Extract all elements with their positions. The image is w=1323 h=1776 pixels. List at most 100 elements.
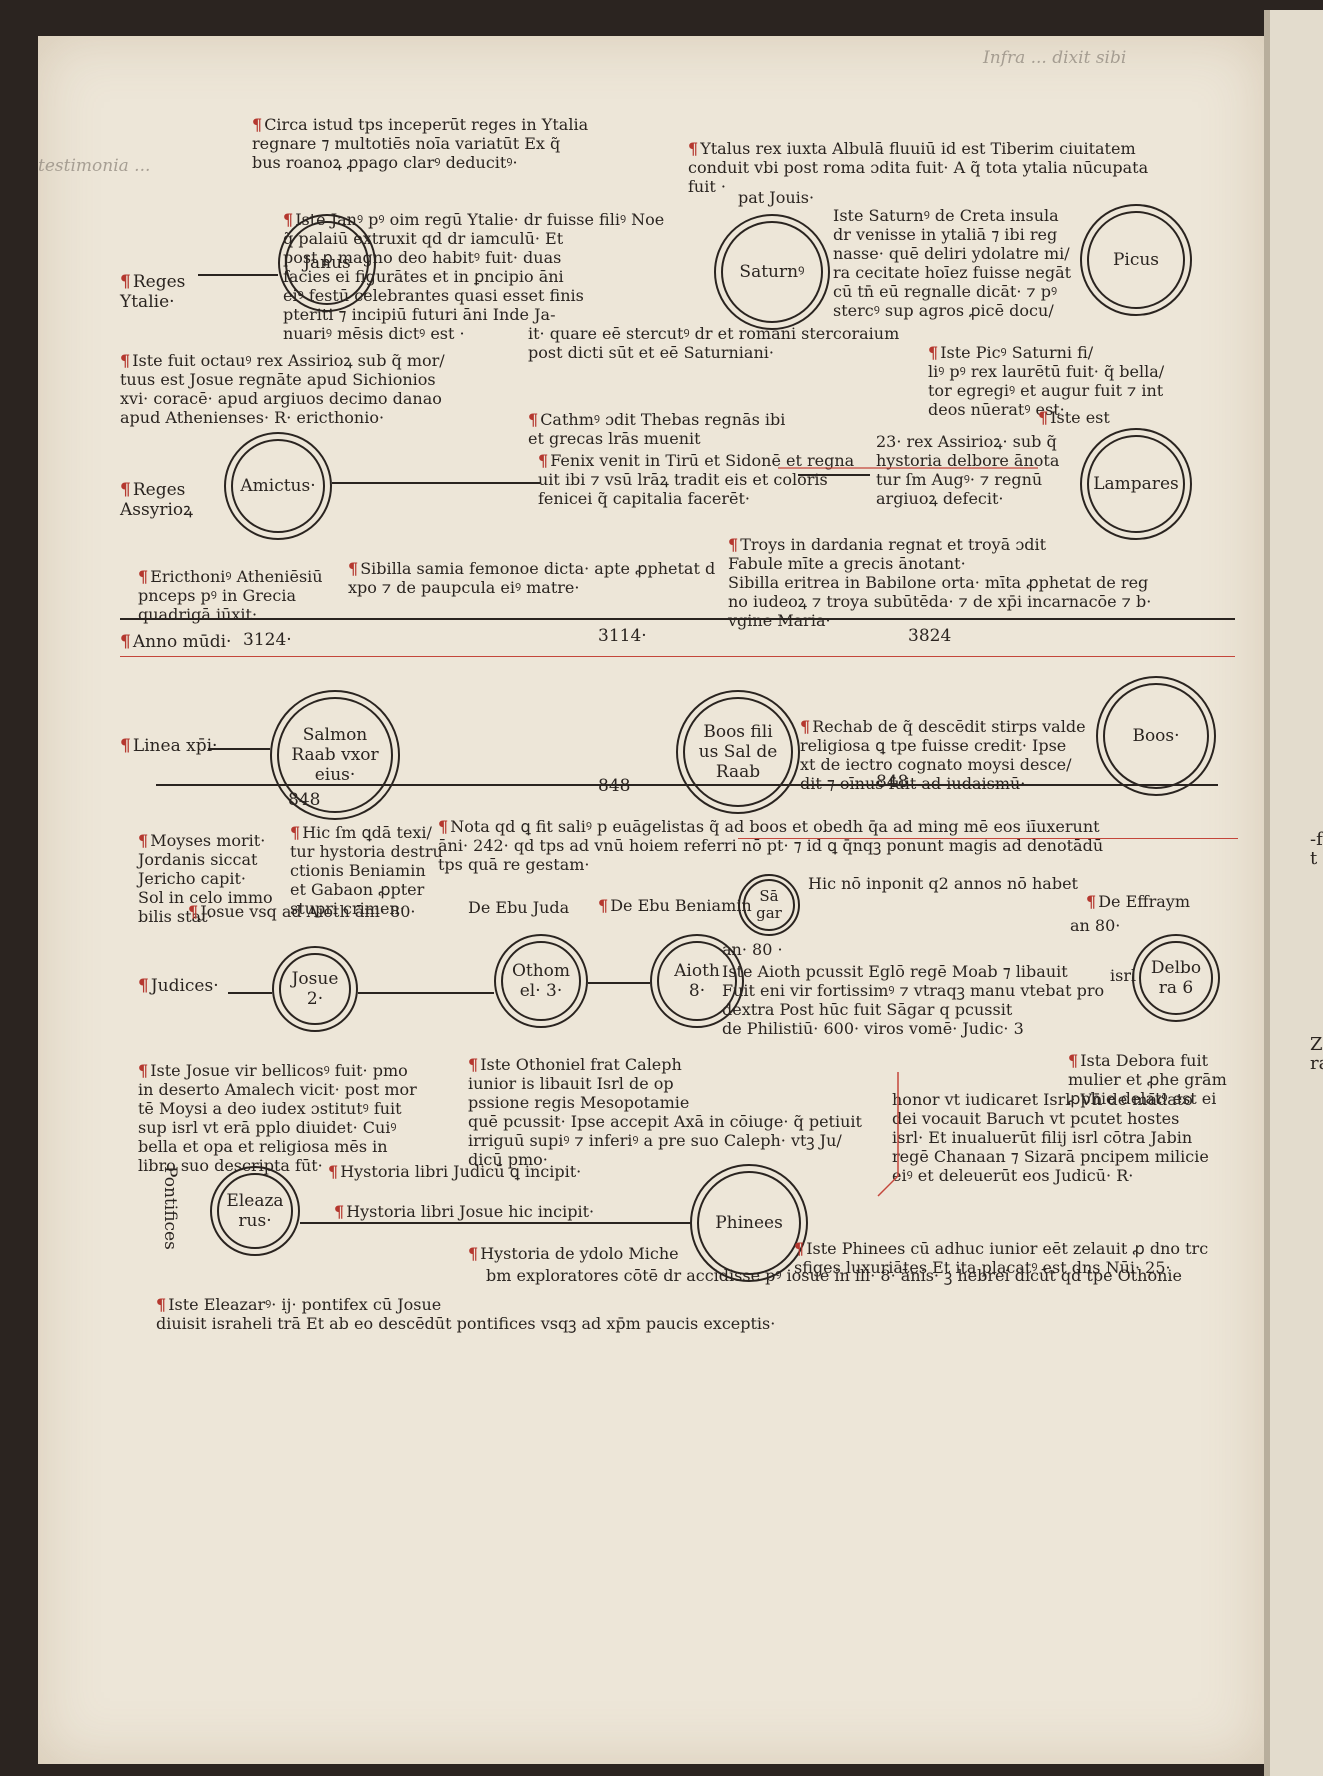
text-hic-no-inponit: Hic nō inponit q2 annos nō habet [808, 874, 1078, 893]
paragraph-mark-icon: ¶ [120, 351, 131, 370]
paragraph-circa-istud: ¶Circa istud tps inceperūt reges in Ytal… [252, 96, 588, 172]
circle-debora: Delbo ra 6 [1132, 934, 1220, 1022]
paragraph-iste-phinees: ¶Iste Phinees cū adhuc iunior eēt zelaui… [794, 1220, 1208, 1277]
year-value: 3824 [908, 626, 952, 646]
paragraph-iste-est: ¶Iste est [1038, 408, 1110, 427]
paragraph-it-quare: it· quare eē stercutꝰ dr et romani sterc… [528, 324, 900, 362]
paragraph-mark-icon: ¶ [728, 535, 739, 554]
paragraph-troys: ¶Troys in dardania regnat et troyā ɔdit … [728, 516, 1151, 630]
label-text: Reges Ytalie· [120, 272, 186, 312]
circle-label: Josue 2· [279, 953, 351, 1025]
marginal-handwriting-left: testimonia ... [38, 156, 151, 176]
paragraph-hic-sm: ¶Hic ſm ꝗdā texi/ tur hystoria destru ct… [290, 804, 443, 918]
paragraph-rechab: ¶Rechab de q̃ descēdit stirps valde reli… [800, 698, 1086, 793]
circle-sagar: Sā gar [738, 874, 800, 936]
adjacent-page-text-fragment: Z ra [1310, 1034, 1323, 1074]
paragraph-mark-icon: ¶ [252, 115, 263, 134]
paragraph-mark-icon: ¶ [138, 1061, 149, 1080]
paragraph-mark-icon: ¶ [528, 410, 539, 429]
paragraph-iste-debora: ¶Ista Debora fuit mulier et ꝓhe grām ꝓph… [1068, 1032, 1227, 1108]
section-rule [156, 784, 1218, 786]
paragraph-mark-icon: ¶ [794, 1239, 805, 1258]
circle-label: Lampares [1087, 435, 1185, 533]
text-value: De Ebu Beniamin [610, 896, 752, 915]
label-judices: ¶Judices· [138, 976, 219, 996]
circle-othoniel: Othom el· 3· [494, 934, 588, 1028]
lineage-connector [208, 748, 270, 750]
text-hystoria-josue: ¶Hystoria libri Josue hic incipit· [334, 1202, 594, 1221]
circle-josue: Josue 2· [272, 946, 358, 1032]
paragraph-mark-icon: ¶ [334, 1202, 345, 1221]
paragraph-mark-icon: ¶ [1086, 892, 1097, 911]
adjacent-page-edge [1264, 10, 1323, 1776]
circle-boos: Boos· [1096, 676, 1216, 796]
page-gutter-shadow [1264, 10, 1270, 1776]
paragraph-honor: honor vt iudicaret Isrl· Vn̄ de mādato d… [892, 1090, 1209, 1185]
text-value: Hystoria de ydolo Miche [480, 1244, 679, 1263]
text-hystoria-ydolo: ¶Hystoria de ydolo Miche [468, 1244, 679, 1263]
circle-label: Othom el· 3· [501, 941, 581, 1021]
paragraph-text: Ytalus rex iuxta Albulā fluuiū id est Ti… [688, 139, 1149, 196]
text-value: De Effraym [1098, 892, 1191, 911]
circle-label: Phinees [697, 1171, 801, 1275]
label-anno-mundi: ¶Anno mūdi· [120, 632, 231, 652]
paragraph-mark-icon: ¶ [538, 451, 549, 470]
paragraph-text: Fenix venit in Tirū et Sidonē et regna u… [538, 451, 855, 508]
circle-eleazarus: Eleaza rus· [210, 1166, 300, 1256]
circle-label: Boos· [1103, 683, 1209, 789]
paragraph-text: Rechab de q̃ descēdit stirps valde relig… [800, 717, 1086, 793]
marginal-handwriting-top: Infra ... dixit sibi [983, 48, 1127, 68]
year-value: 3124· [243, 630, 292, 650]
circle-label: Janus [285, 221, 369, 305]
circle-label: Saturnꝰ [721, 221, 823, 323]
paragraph-text: Moyses morit· Jordanis siccat Jericho ca… [138, 831, 273, 926]
lineage-connector [198, 274, 278, 276]
label-pontifices: Pontifices [160, 1166, 180, 1250]
text-de-effraym: ¶De Effraym [1086, 892, 1190, 911]
text-de-ebu-juda: De Ebu Juda [468, 898, 570, 917]
paragraph-mark-icon: ¶ [1068, 1051, 1079, 1070]
paragraph-text: Circa istud tps inceperūt reges in Ytali… [252, 115, 589, 172]
label-text: Anno mūdi· [132, 632, 232, 652]
lineage-connector [358, 992, 494, 994]
paragraph-mark-icon: ¶ [283, 210, 294, 229]
circle-boos-filius: Boos fili us Sal de Raab [676, 690, 800, 814]
number-label: 848 [598, 776, 631, 796]
paragraph-mark-icon: ¶ [290, 823, 301, 842]
paragraph-mark-icon: ¶ [120, 632, 131, 652]
text-de-ebu-beniamin: ¶De Ebu Beniamin [598, 896, 752, 915]
paragraph-text: Iste Eleazarꝰ· ij· pontifex cū Josue diu… [156, 1295, 776, 1333]
paragraph-sibilla-samia: ¶Sibilla samia femonoe dicta· apte ꝓphet… [348, 540, 715, 597]
text-josue-vsq-aioth: ¶Josue vsq ad Aioth āni· 80· [188, 902, 415, 921]
paragraph-mark-icon: ¶ [138, 831, 149, 850]
paragraph-iste-josue: ¶Iste Josue vir bellicosꝰ fuit· pmo in d… [138, 1042, 417, 1175]
red-rule [120, 656, 1235, 657]
red-bracket-strokes [778, 467, 1038, 1197]
paragraph-iste-eleazar: ¶Iste Eleazarꝰ· ij· pontifex cū Josue di… [156, 1276, 775, 1333]
paragraph-mark-icon: ¶ [120, 736, 131, 756]
text-an-80: an· 80 · [722, 940, 783, 959]
adjacent-page-text-fragment: -f t [1310, 829, 1323, 869]
paragraph-text: Troys in dardania regnat et troyā ɔdit F… [728, 535, 1152, 630]
circle-label: Boos fili us Sal de Raab [683, 697, 793, 807]
paragraph-mark-icon: ¶ [468, 1055, 479, 1074]
circle-picus: Picus [1080, 204, 1192, 316]
paragraph-iste-octauus: ¶Iste fuit octauꝰ rex Assirioꝝ sub q̃ mo… [120, 332, 445, 427]
paragraph-text: Sibilla samia femonoe dicta· apte ꝓpheta… [348, 559, 716, 597]
circle-aioth: Aioth 8· [650, 934, 744, 1028]
paragraph-iste-othoniel: ¶Iste Othoniel frat Caleph iunior is lib… [468, 1036, 862, 1169]
paragraph-text: Iste Phinees cū adhuc iunior eēt zelauit… [794, 1239, 1209, 1277]
red-rule [738, 838, 1238, 839]
paragraph-text: Ista Debora fuit mulier et ꝓhe grām ꝓphi… [1068, 1051, 1227, 1108]
text-israel-margin: isrl [1110, 966, 1137, 985]
paragraph-iste-saturnus: Iste Saturnꝰ de Creta insula dr venisse … [833, 206, 1072, 320]
label-reges-assyriorum: ¶Reges Assyrioꝝ [120, 460, 193, 520]
text-pat-jouis: pat Jouis· [738, 188, 815, 207]
paragraph-cathmus: ¶Cathmꝰ ɔdit Thebas regnās ibi et grecas… [528, 391, 785, 448]
lineage-connector [332, 482, 540, 484]
paragraph-mark-icon: ¶ [138, 976, 149, 996]
paragraph-text: Iste Othoniel frat Caleph iunior is liba… [468, 1055, 862, 1169]
circle-label: Eleaza rus· [217, 1173, 293, 1249]
label-reges-ytalie: ¶Reges Ytalie· [120, 252, 185, 312]
circle-saturnus: Saturnꝰ [714, 214, 830, 330]
